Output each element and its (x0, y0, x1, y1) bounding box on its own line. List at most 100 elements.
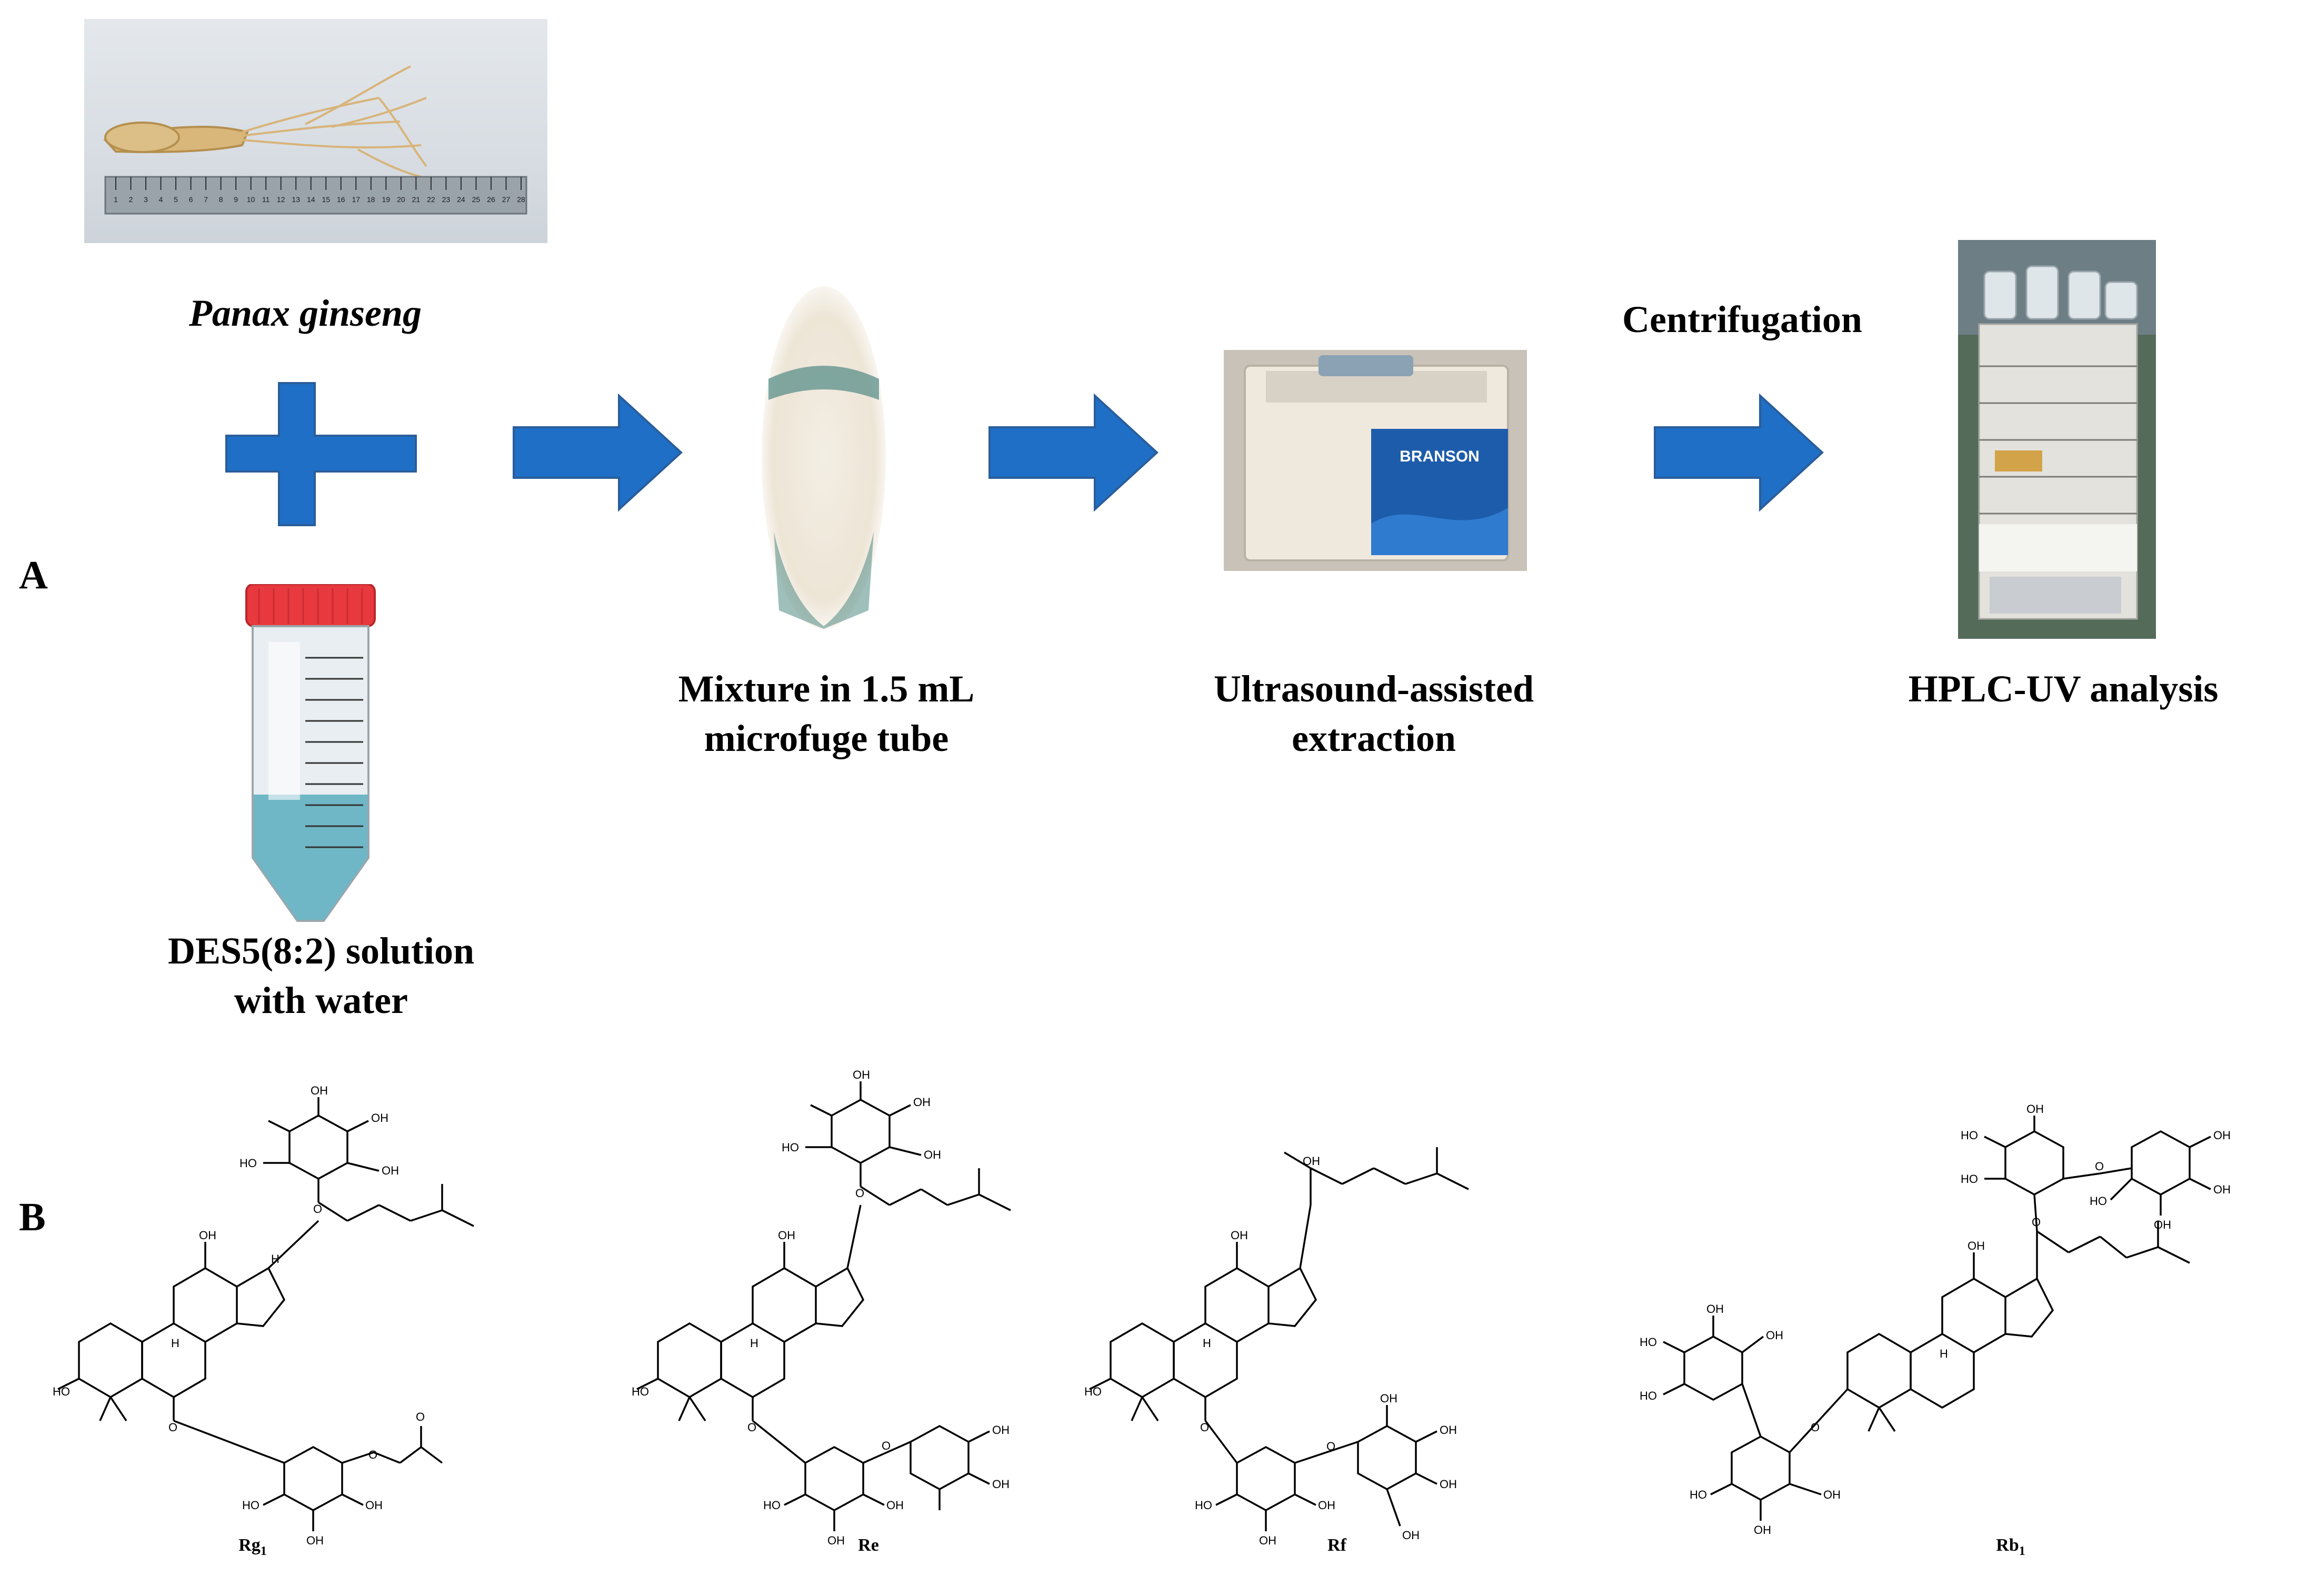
svg-text:OH: OH (382, 1164, 399, 1177)
svg-text:OH: OH (2213, 1183, 2231, 1196)
hplc-photo (1958, 240, 2156, 639)
svg-text:O: O (2032, 1216, 2041, 1229)
ruler-number: 23 (442, 195, 451, 204)
svg-text:OH: OH (1318, 1499, 1335, 1512)
ruler-number: 12 (277, 195, 285, 204)
arrow-right-icon (513, 393, 683, 512)
svg-text:OH: OH (886, 1499, 904, 1512)
svg-text:OH: OH (371, 1111, 388, 1125)
svg-text:O: O (313, 1202, 322, 1216)
ultrasound-caption: Ultrasound-assisted extraction (1213, 668, 1534, 759)
panel-b-letter: B (19, 1195, 46, 1239)
svg-text:O: O (368, 1448, 377, 1461)
ruler-number: 18 (367, 195, 375, 204)
svg-text:HO: HO (1195, 1499, 1212, 1512)
ruler-number: 3 (144, 195, 148, 204)
ruler-number: 5 (174, 195, 178, 204)
svg-text:OH: OH (306, 1534, 324, 1547)
svg-text:OH: OH (1440, 1423, 1457, 1437)
svg-text:OH: OH (992, 1423, 1010, 1437)
svg-text:OH: OH (778, 1229, 795, 1242)
ruler-number: 27 (502, 195, 511, 204)
molecule-label-rg1: Rg1 (238, 1535, 267, 1558)
ruler-number: 14 (307, 195, 315, 204)
svg-text:O: O (168, 1421, 177, 1434)
tube-caption: DES5(8:2) solution with water (167, 930, 475, 1021)
svg-text:O: O (1200, 1421, 1209, 1434)
svg-text:HO: HO (763, 1499, 781, 1512)
ruler-number: 21 (412, 195, 421, 204)
svg-text:OH: OH (2154, 1218, 2171, 1231)
svg-text:HO: HO (1690, 1488, 1707, 1501)
branson-brand: BRANSON (1400, 448, 1480, 465)
svg-text:HO: HO (239, 1157, 257, 1170)
centrifugation-label: Centrifugation (1622, 298, 1862, 340)
ruler-number: 16 (337, 195, 345, 204)
svg-text:OH: OH (311, 1084, 328, 1097)
svg-text:OH: OH (1380, 1392, 1397, 1405)
ginseng-caption: Panax ginseng (188, 292, 422, 334)
svg-text:HO: HO (1084, 1385, 1102, 1398)
svg-text:H: H (1940, 1347, 1948, 1360)
svg-text:OH: OH (924, 1148, 941, 1161)
ruler-number: 13 (292, 195, 300, 204)
svg-text:OH: OH (853, 1068, 870, 1081)
svg-text:OH: OH (1303, 1155, 1320, 1168)
arrow-right-icon (988, 393, 1159, 512)
structure-rg1: OH OH HO OH O OH H H HO O O O HO OH OH (53, 1084, 474, 1547)
svg-text:OH: OH (2026, 1102, 2044, 1116)
svg-text:O: O (855, 1187, 864, 1200)
ruler-number: 15 (322, 195, 330, 204)
svg-text:O: O (2095, 1160, 2104, 1173)
svg-text:HO: HO (632, 1385, 649, 1398)
ruler-number: 10 (247, 195, 255, 204)
ruler-number: 17 (352, 195, 361, 204)
arrow-right-icon (1654, 393, 1824, 512)
ruler-number: 25 (472, 195, 481, 204)
ruler-number: 7 (204, 195, 208, 204)
svg-text:OH: OH (1402, 1529, 1420, 1542)
ruler-number: 28 (517, 195, 525, 204)
ruler-number: 26 (487, 195, 495, 204)
svg-text:O: O (1811, 1421, 1820, 1434)
ruler-number: 8 (219, 195, 223, 204)
mixture-caption: Mixture in 1.5 mL microfuge tube (678, 668, 975, 759)
svg-text:OH: OH (1754, 1523, 1771, 1537)
svg-text:O: O (1326, 1440, 1335, 1453)
svg-text:O: O (747, 1421, 756, 1434)
ruler-number: 24 (457, 195, 465, 204)
ruler-number: 20 (397, 195, 405, 204)
svg-text:HO: HO (782, 1141, 799, 1154)
svg-text:OH: OH (1823, 1488, 1841, 1501)
ultrasound-bath-photo: BRANSON (1224, 350, 1527, 571)
svg-text:HO: HO (1961, 1129, 1978, 1142)
svg-text:OH: OH (365, 1499, 383, 1512)
tube-photo (232, 584, 390, 926)
structure-re: OH OH HO OH O OH H HO O O OH OH HO OH OH (632, 1068, 1011, 1547)
mixture-photo (758, 284, 890, 631)
ruler-number: 1 (114, 195, 118, 204)
svg-text:HO: HO (1961, 1172, 1978, 1186)
svg-text:OH: OH (1231, 1229, 1248, 1242)
plus-icon (225, 382, 417, 526)
svg-text:H: H (271, 1252, 279, 1266)
svg-text:HO: HO (53, 1385, 70, 1398)
ruler-number: 4 (159, 195, 163, 204)
ruler-number: 6 (189, 195, 193, 204)
ruler-number: 19 (382, 195, 391, 204)
structure-rf: OH OH H HO O O OH OH OH OH HO OH OH (1084, 1147, 1469, 1547)
svg-text:OH: OH (1766, 1329, 1783, 1342)
panel-a-letter: A (19, 553, 48, 597)
svg-text:HO: HO (1640, 1336, 1657, 1349)
svg-text:HO: HO (242, 1499, 259, 1512)
molecule-label-rf: Rf (1327, 1535, 1346, 1555)
svg-text:OH: OH (1259, 1534, 1276, 1547)
svg-text:OH: OH (1440, 1478, 1457, 1491)
svg-text:O: O (882, 1439, 891, 1452)
svg-text:OH: OH (1968, 1239, 1985, 1252)
svg-text:O: O (416, 1410, 425, 1423)
ruler-number: 9 (234, 195, 238, 204)
svg-text:OH: OH (992, 1478, 1010, 1491)
